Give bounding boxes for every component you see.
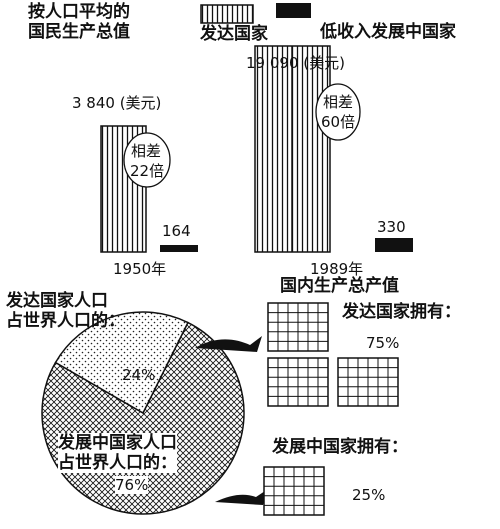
diff-bubble-1989 <box>315 83 361 141</box>
chart-title-line1: 按人口平均的 <box>28 2 130 22</box>
gdp-developing-label: 发展中国家拥有： <box>272 437 408 457</box>
diff-label-1989-line2: 60倍 <box>321 113 356 131</box>
population-developed-pct: 24% <box>122 366 156 384</box>
gdp-title: 国内生产总产值 <box>280 276 399 296</box>
legend-developing-label: 低收入发展中国家 <box>320 22 456 42</box>
gdp-grid-developed-2 <box>267 357 329 407</box>
pie-slice-developed <box>54 311 189 415</box>
gdp-developed-pct: 75% <box>366 334 400 352</box>
gdp-developed-label: 发达国家拥有： <box>342 302 461 322</box>
gdp-developing-pct: 25% <box>352 486 386 504</box>
diff-label-1989-line1: 相差 <box>323 93 354 111</box>
gdp-grid-developed-1 <box>267 302 329 352</box>
value-label-developed-1989: 19 090 (美元) <box>246 54 345 72</box>
arrow-developed-icon <box>195 336 262 352</box>
value-label-developing-1950: 164 <box>162 222 191 240</box>
arrow-developing-icon <box>215 489 268 505</box>
diff-label-1950-line1: 相差 <box>131 142 162 160</box>
legend-developing-swatch <box>276 3 311 18</box>
population-developed-line1: 发达国家人口 <box>6 291 108 311</box>
legend-developed-label: 发达国家 <box>200 24 268 44</box>
value-label-developed-1950: 3 840 (美元) <box>72 94 162 112</box>
year-label-1989: 1989年 <box>310 260 364 278</box>
legend-developed-swatch <box>200 4 254 24</box>
chart-title-line2: 国民生产总值 <box>28 22 130 42</box>
bar-developing-1989 <box>375 238 413 252</box>
diff-bubble-1950 <box>123 132 171 188</box>
population-developing-line1: 发展中国家人口 <box>58 433 177 453</box>
gnp-bars <box>100 45 413 253</box>
gdp-grid-developing-1 <box>263 466 325 516</box>
gdp-grids <box>263 302 399 516</box>
gdp-grid-developed-3 <box>337 357 399 407</box>
population-developed-line2: 占世界人口的： <box>6 311 125 331</box>
bar-developing-1950 <box>160 245 198 252</box>
population-developing-line2: 占世界人口的： <box>58 453 177 473</box>
year-label-1950: 1950年 <box>113 260 167 278</box>
population-developing-pct: 76% <box>115 476 149 494</box>
value-label-developing-1989: 330 <box>377 218 406 236</box>
diff-label-1950-line2: 22倍 <box>130 162 165 180</box>
